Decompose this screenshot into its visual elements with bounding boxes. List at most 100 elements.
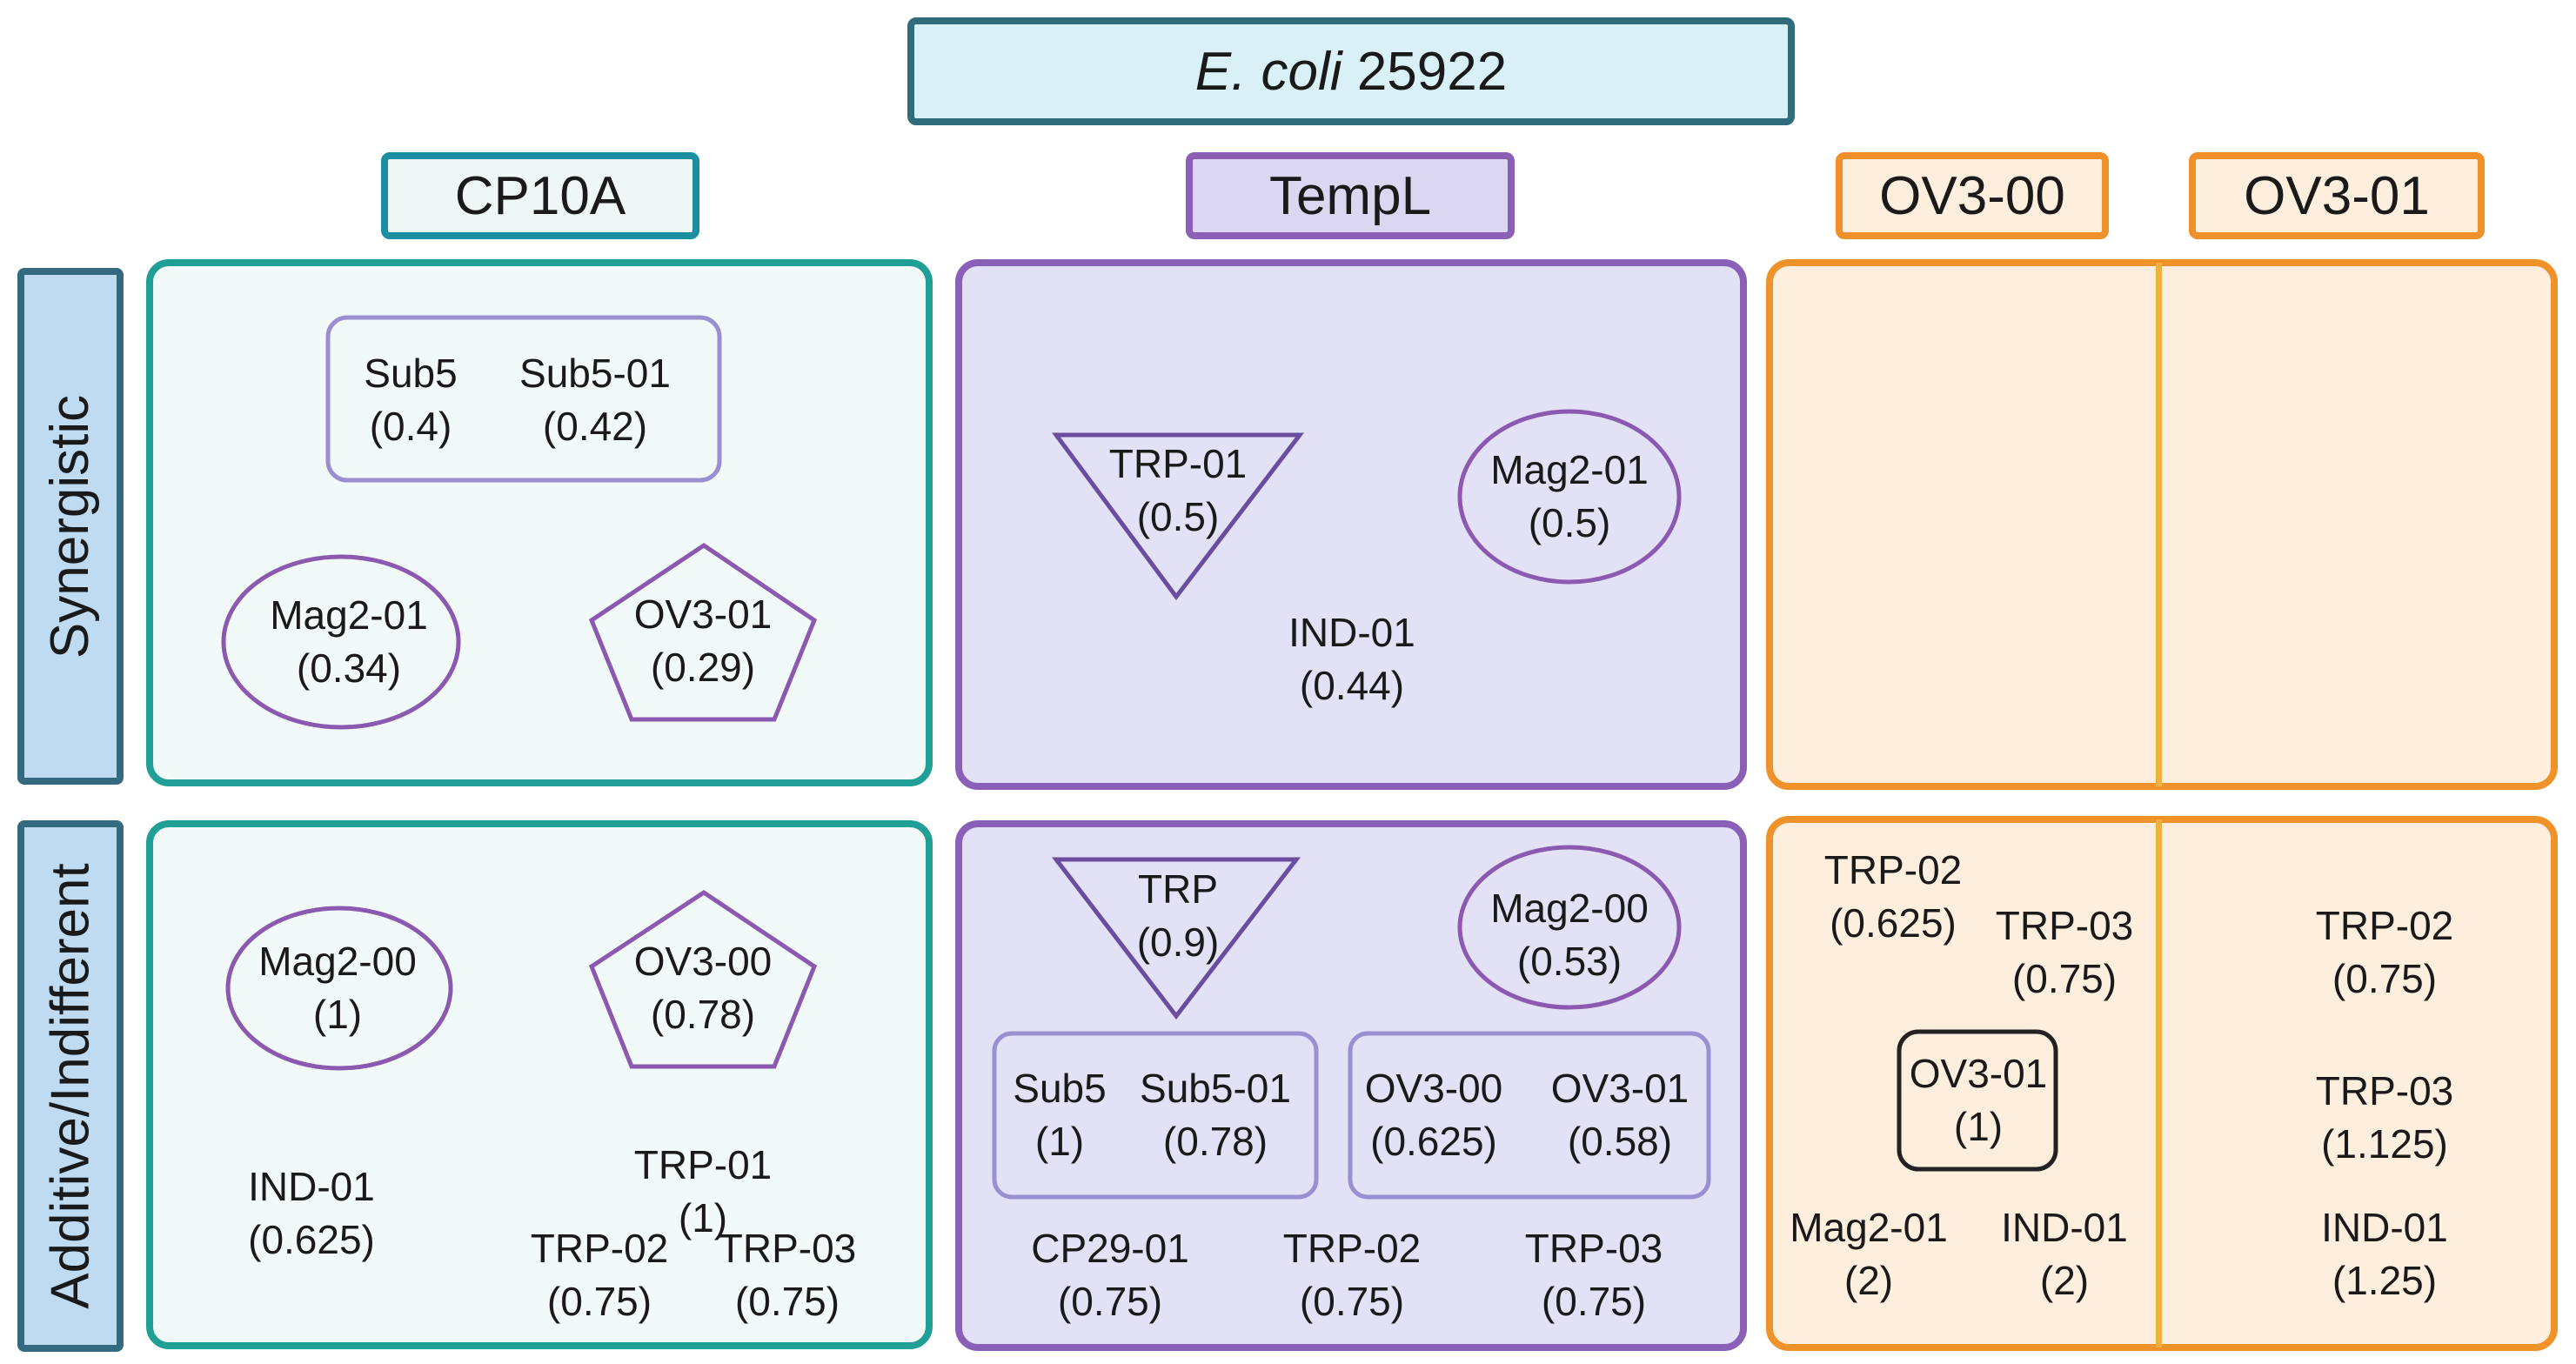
- label-value: (1.25): [2332, 1258, 2438, 1303]
- row-label-synergistic: Synergistic: [17, 268, 124, 785]
- label-value: (0.625): [1830, 900, 1957, 946]
- templ-add-ov3-00: OV3-00 (0.625): [1365, 1062, 1503, 1168]
- figure-title: E. coli 25922: [907, 17, 1795, 125]
- panel-templ-additive: [955, 820, 1747, 1351]
- label-name: IND-01: [1288, 610, 1415, 655]
- templ-add-ov3-01: OV3-01 (0.58): [1551, 1062, 1689, 1168]
- label-name: IND-01: [2001, 1205, 2128, 1250]
- label-name: Mag2-01: [270, 592, 428, 638]
- label-value: (1): [1953, 1104, 2004, 1149]
- templ-add-ov3-group-box: [1348, 1031, 1711, 1200]
- label-value: (1.125): [2321, 1121, 2448, 1167]
- label-value: (0.75): [1057, 1279, 1163, 1324]
- label-value: (2): [2039, 1258, 2090, 1303]
- cp10a-syn-mag2-01-ellipse: [221, 554, 461, 730]
- label-name: TRP-02: [1282, 1226, 1422, 1271]
- label-value: (0.44): [1299, 663, 1405, 708]
- templ-add-trp-triangle: [1051, 857, 1301, 1020]
- label-name: TRP-01: [633, 1142, 773, 1187]
- cp10a-syn-sub5: Sub5 (0.4): [364, 347, 457, 453]
- label-name: Sub5-01: [1140, 1066, 1291, 1111]
- label-value: (0.75): [2011, 956, 2118, 1001]
- templ-syn-mag2-01-ellipse: [1457, 409, 1682, 585]
- column-label-ov3-01: OV3-01: [2189, 152, 2485, 239]
- label-name: TRP-03: [2315, 1068, 2454, 1113]
- label-name: TRP-03: [718, 1226, 857, 1271]
- panel-templ-synergistic: [955, 259, 1747, 790]
- cp10a-add-trp-03: TRP-03 (0.75): [719, 1222, 856, 1328]
- label-name: Sub5: [364, 351, 458, 396]
- label-name: TRP-03: [1524, 1226, 1663, 1271]
- label-name: TRP-02: [530, 1226, 669, 1271]
- label-name: Mag2-00: [1490, 886, 1649, 931]
- cp10a-add-ov3-00-pentagon: [588, 889, 818, 1069]
- cp10a-syn-ov3-01-pentagon: [588, 542, 818, 722]
- panel-ov3-synergistic: [1766, 259, 2558, 790]
- title-strain: 25922: [1342, 41, 1508, 102]
- label-value: (0.9): [1136, 919, 1220, 965]
- ov3-00-add-trp-03: TRP-03 (0.75): [1996, 899, 2133, 1006]
- cp10a-add-trp-02: TRP-02 (0.75): [531, 1222, 668, 1328]
- ov3-00-add-mag2-01: Mag2-01 (2): [1790, 1201, 1948, 1307]
- label-value: (0.625): [248, 1217, 375, 1262]
- cp10a-add-trp-01: TRP-01 (1): [634, 1139, 772, 1245]
- templ-add-cp29-01: CP29-01 (0.75): [1031, 1222, 1189, 1328]
- label-name: TRP-01: [1108, 441, 1248, 486]
- label-value: (0.58): [1567, 1119, 1673, 1164]
- label-value: (0.78): [1162, 1119, 1268, 1164]
- label-name: Mag2-00: [258, 939, 417, 984]
- label-name: TRP-03: [1995, 903, 2134, 948]
- cp10a-add-ind-01: IND-01 (0.625): [248, 1160, 375, 1267]
- templ-add-mag2-00-ellipse: [1457, 845, 1682, 1010]
- label-value: (0.53): [1516, 939, 1623, 984]
- label-name: Mag2-01: [1490, 447, 1649, 492]
- label-name: Sub5-01: [519, 351, 671, 396]
- templ-syn-trp-01: TRP-01 (0.5): [1109, 438, 1247, 544]
- label-value: (0.75): [2332, 956, 2438, 1001]
- column-label-cp10a: CP10A: [381, 152, 699, 239]
- label-name: Mag2-01: [1790, 1205, 1948, 1250]
- ov3-01-add-trp-03: TRP-03 (1.125): [2316, 1065, 2453, 1171]
- column-label-ov3-00: OV3-00: [1836, 152, 2109, 239]
- cp10a-add-mag2-00-ellipse: [225, 906, 453, 1071]
- templ-syn-mag2-01: Mag2-01 (0.5): [1490, 444, 1649, 550]
- label-value: (0.34): [296, 645, 402, 691]
- ov3-01-add-ind-01: IND-01 (1.25): [2321, 1201, 2448, 1307]
- label-name: IND-01: [2321, 1205, 2448, 1250]
- ov3-00-add-trp-02: TRP-02 (0.625): [1824, 844, 1962, 950]
- templ-add-mag2-00: Mag2-00 (0.53): [1490, 882, 1649, 988]
- label-value: (0.42): [542, 404, 648, 449]
- ov3-01-add-trp-02: TRP-02 (0.75): [2316, 899, 2453, 1006]
- cp10a-syn-mag2-01: Mag2-01 (0.34): [270, 589, 428, 695]
- label-name: OV3-00: [1364, 1066, 1503, 1111]
- label-value: (0.75): [1541, 1279, 1647, 1324]
- label-value: (0.4): [369, 404, 452, 449]
- cp10a-syn-sub5-group-box: [325, 315, 722, 483]
- cp10a-add-ov3-00: OV3-00 (0.78): [634, 935, 773, 1041]
- label-name: OV3-01: [633, 592, 773, 637]
- ov3-00-add-ind-01: IND-01 (2): [2001, 1201, 2128, 1307]
- panel-divider-synergistic: [2156, 263, 2162, 786]
- row-label-additive: Additive/Indifferent: [17, 820, 124, 1352]
- templ-add-trp-03: TRP-03 (0.75): [1525, 1222, 1663, 1328]
- label-name: OV3-01: [1909, 1051, 2048, 1096]
- label-value: (1): [312, 992, 363, 1037]
- label-value: (0.78): [650, 992, 756, 1037]
- label-value: (0.5): [1528, 500, 1611, 545]
- label-value: (0.75): [1299, 1279, 1405, 1324]
- label-name: TRP-02: [1823, 847, 1963, 893]
- column-label-templ: TempL: [1186, 152, 1515, 239]
- label-name: OV3-00: [633, 939, 773, 984]
- ov3-00-add-ov3-01-box: [1897, 1029, 2058, 1172]
- label-value: (1): [1034, 1119, 1085, 1164]
- templ-add-trp-02: TRP-02 (0.75): [1283, 1222, 1421, 1328]
- ov3-00-add-ov3-01: OV3-01 (1): [1910, 1047, 2048, 1153]
- cp10a-add-mag2-00: Mag2-00 (1): [258, 935, 417, 1041]
- label-value: (2): [1843, 1258, 1894, 1303]
- panel-cp10a-synergistic: [146, 259, 933, 786]
- cp10a-syn-ov3-01: OV3-01 (0.29): [634, 588, 773, 694]
- panel-cp10a-additive: [146, 820, 933, 1349]
- label-name: TRP: [1138, 866, 1218, 912]
- templ-syn-trp-01-triangle: [1052, 432, 1305, 601]
